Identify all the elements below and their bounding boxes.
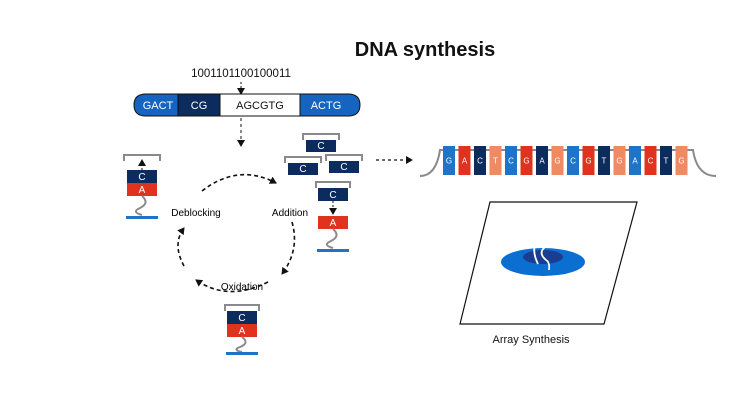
base-c-letter: C [238, 313, 245, 324]
page-title: DNA synthesis [355, 39, 495, 61]
array-synthesis-label: Array Synthesis [492, 334, 570, 346]
strand-base [660, 146, 672, 175]
cycle-arc-top [201, 173, 277, 192]
strand-base-letter: A [462, 157, 468, 166]
base-c [227, 311, 257, 324]
base-c-letter: C [317, 141, 324, 152]
synthesis-cycle [177, 173, 296, 293]
strand-base [613, 146, 626, 175]
sequence-bar: GACT CG AGCGTG ACTG [133, 93, 361, 117]
base-a [318, 216, 348, 229]
strand-base [629, 146, 641, 175]
segment-label: GACT [143, 100, 174, 112]
strand-base-letter: C [648, 157, 654, 166]
cycle-arc-right [281, 221, 296, 275]
binary-sequence: 1001101100100011 [191, 68, 291, 80]
strand-base-letter: G [585, 157, 591, 166]
strand-base-letter: G [678, 157, 684, 166]
strand-squiggle [533, 235, 551, 271]
base-a [127, 183, 157, 196]
strand-base [551, 146, 564, 175]
base-a-letter: A [139, 185, 146, 196]
strand-base [675, 146, 688, 175]
addition-nucleotide: C A [315, 181, 351, 252]
strand-base-letter: C [508, 157, 514, 166]
base-a-letter: A [239, 326, 246, 337]
surface-anchor [226, 352, 258, 355]
strand-base-letter: G [616, 157, 622, 166]
strand-base-letter: T [493, 157, 498, 166]
strand-base [505, 146, 517, 175]
oxidation-nucleotide: C A [224, 304, 260, 355]
oxidation-label: Oxidation [221, 282, 263, 293]
base-c-letter: C [340, 162, 347, 173]
strand-base-letter: G [523, 157, 529, 166]
addition-label: Addition [272, 208, 308, 219]
strand-base-letter: G [554, 157, 560, 166]
array-synthesis-chip [459, 201, 638, 325]
strand-base-letter: A [539, 157, 545, 166]
free-nucleotide: C [284, 156, 322, 175]
deblocking-nucleotide: C A [123, 154, 161, 219]
strand-base [536, 146, 548, 175]
base-c-letter: C [299, 164, 306, 175]
deblocking-label: Deblocking [171, 208, 220, 219]
base-a-letter: A [330, 218, 337, 229]
strand-base-letter: C [477, 157, 483, 166]
cycle-arc-left [177, 227, 185, 267]
strand-base [644, 146, 657, 175]
segment-gact [133, 93, 179, 117]
strand-base [567, 146, 579, 175]
strand-base [474, 146, 486, 175]
strand-base [443, 146, 455, 175]
strand-base [458, 146, 471, 175]
segment-label: ACTG [311, 100, 342, 112]
surface-anchor [317, 249, 349, 252]
base-c-letter: C [138, 172, 145, 183]
free-nucleotide: C [302, 133, 340, 152]
segment-label: AGCGTG [236, 100, 284, 112]
base-c [127, 170, 157, 183]
base-a [227, 324, 257, 337]
cycle-arc-bottom [195, 279, 269, 293]
strand-base [598, 146, 610, 175]
base-c-letter: C [329, 190, 336, 201]
strand-base [489, 146, 502, 175]
base-c [318, 188, 348, 201]
segment-actg [299, 93, 361, 117]
strand-base [582, 146, 595, 175]
strand-base-letter: G [446, 157, 452, 166]
strand-base-letter: C [570, 157, 576, 166]
strand-base-letter: A [632, 157, 638, 166]
free-nucleotide: C [325, 154, 363, 173]
strand-base-letter: T [664, 157, 669, 166]
strand-base-letter: T [602, 157, 607, 166]
surface-anchor [126, 216, 158, 219]
segment-label: CG [191, 100, 208, 112]
strand-base [520, 146, 533, 175]
